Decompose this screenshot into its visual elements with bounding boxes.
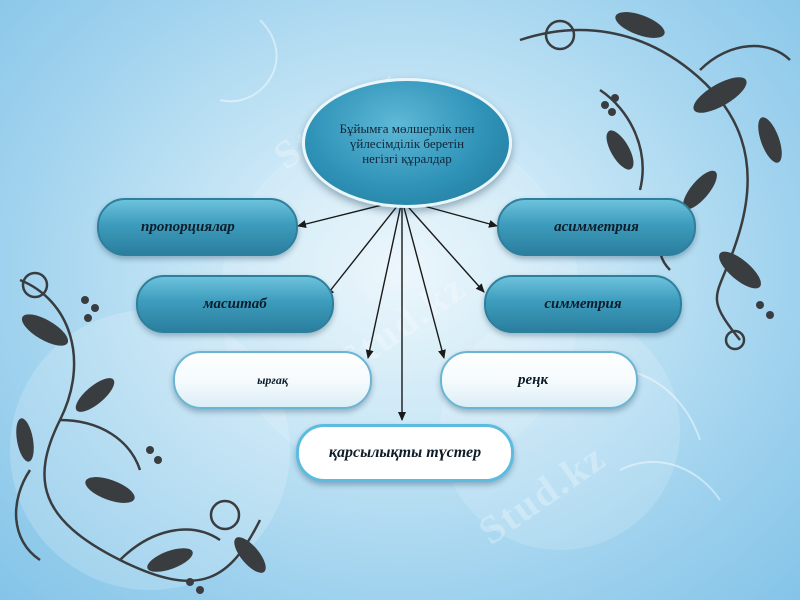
- node-symmetry: симметрия: [484, 275, 682, 333]
- center-node-label: Бұйымға мөлшерлік пен үйлесімділік берет…: [339, 120, 475, 166]
- node-color-label: реңк: [518, 371, 549, 388]
- arrow-to-color: [401, 199, 446, 359]
- vine-leaves-bottom-left: [16, 296, 266, 594]
- node-contrast: қарсылықты түстер: [296, 424, 514, 482]
- arrow-to-rhythm: [365, 199, 403, 359]
- node-scale: масштаб: [136, 275, 334, 333]
- node-scale-label: масштаб: [203, 295, 267, 312]
- arrow-to-symmetry: [401, 199, 485, 293]
- node-symmetry-label: симметрия: [544, 295, 622, 312]
- node-proportions-label: пропорциялар: [141, 218, 235, 235]
- node-proportions: пропорциялар: [97, 198, 298, 256]
- node-rhythm-label: ырғақ: [257, 372, 288, 387]
- arrow-to-scale: [325, 199, 403, 297]
- node-contrast-label: қарсылықты түстер: [328, 444, 482, 461]
- vine-bottom-left: [14, 271, 262, 583]
- node-color: реңк: [440, 351, 638, 409]
- node-asymmetry: асимметрия: [497, 198, 696, 256]
- node-asymmetry-label: асимметрия: [554, 218, 639, 235]
- node-rhythm: ырғақ: [173, 351, 372, 409]
- center-node: Бұйымға мөлшерлік пен үйлесімділік берет…: [302, 78, 512, 208]
